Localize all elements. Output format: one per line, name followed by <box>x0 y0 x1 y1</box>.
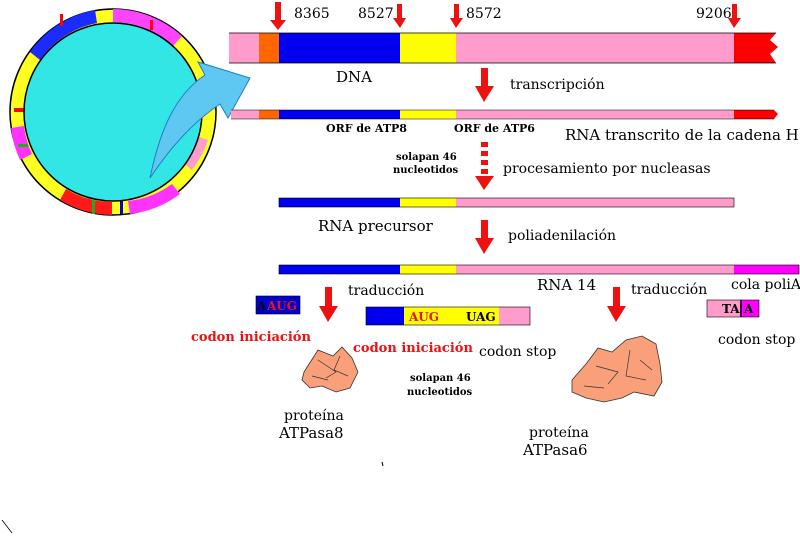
dna-label: DNA <box>336 68 372 86</box>
aug-box-rest: AUG <box>266 299 297 313</box>
protein-atpasa6-shape <box>571 335 663 403</box>
uag-mid: UAG <box>466 310 496 324</box>
proteina-8-line2: ATPasa8 <box>278 424 344 442</box>
traduccion-label-1: traducción <box>348 283 424 299</box>
rna-transcript-bar <box>231 109 778 120</box>
solapan-a-line2: nucleotidos <box>393 165 459 176</box>
traduccion-label-2: traducción <box>631 282 707 298</box>
aug-codon-box: A AUG <box>255 295 301 315</box>
solapan-b-line2: nucleotidos <box>407 387 473 398</box>
orf-atp8-label: ORF de ATP8 <box>326 122 407 135</box>
codon-stop-label-1: codon stop <box>479 344 556 360</box>
pos-8572: 8572 <box>466 6 502 22</box>
position-arrows <box>270 2 741 30</box>
ta-text: TA <box>722 302 740 316</box>
taa-codon-box: TA A <box>706 299 760 318</box>
stray-mark-2 <box>1 519 13 534</box>
codon-iniciacion-label-2: codon iniciación <box>353 341 473 356</box>
transcription-arrow <box>475 68 494 102</box>
dna-bar <box>229 32 778 64</box>
ta-a-text: A <box>743 302 754 316</box>
rna14-bar <box>278 264 800 275</box>
polyadenylation-arrow <box>475 220 494 254</box>
rna-precursor-bar <box>278 197 735 208</box>
proteina-6-line2: ATPasa6 <box>522 441 588 459</box>
solapan-b-line1: solapan 46 <box>410 373 471 384</box>
pos-8365: 8365 <box>294 6 330 22</box>
rna-precursor-label: RNA precursor <box>318 217 434 235</box>
translation-arrow-2 <box>607 287 626 322</box>
stray-mark-1 <box>381 461 384 467</box>
cola-polia-label: cola poliA <box>731 277 800 293</box>
mitochondrial-genome-circle <box>9 8 251 216</box>
aug-mid: AUG <box>408 310 439 324</box>
orf-atp6-label: ORF de ATP6 <box>454 122 535 135</box>
rna14-label: RNA 14 <box>537 276 596 294</box>
solapan-a-line1: solapan 46 <box>396 152 457 163</box>
aug-box-a: A <box>256 299 267 313</box>
proteina-6-line1: proteína <box>529 425 589 441</box>
translation-arrow-1 <box>319 287 338 322</box>
procesamiento-label: procesamiento por nucleasas <box>503 161 711 177</box>
pos-8527: 8527 <box>358 6 394 22</box>
codon-bar-middle: AUG UAG <box>365 306 531 326</box>
rna-transcrito-label: RNA transcrito de la cadena H <box>565 126 799 144</box>
proteina-8-line1: proteína <box>284 408 344 424</box>
codon-iniciacion-label-1: codon iniciación <box>191 330 311 345</box>
poliadenilacion-label: poliadenilación <box>508 228 616 244</box>
protein-atpasa8-shape <box>301 346 359 393</box>
transcripcion-label: transcripción <box>510 77 605 93</box>
pos-9206: 9206 <box>696 6 732 22</box>
processing-arrow <box>475 142 494 190</box>
codon-stop-label-2: codon stop <box>718 332 795 348</box>
